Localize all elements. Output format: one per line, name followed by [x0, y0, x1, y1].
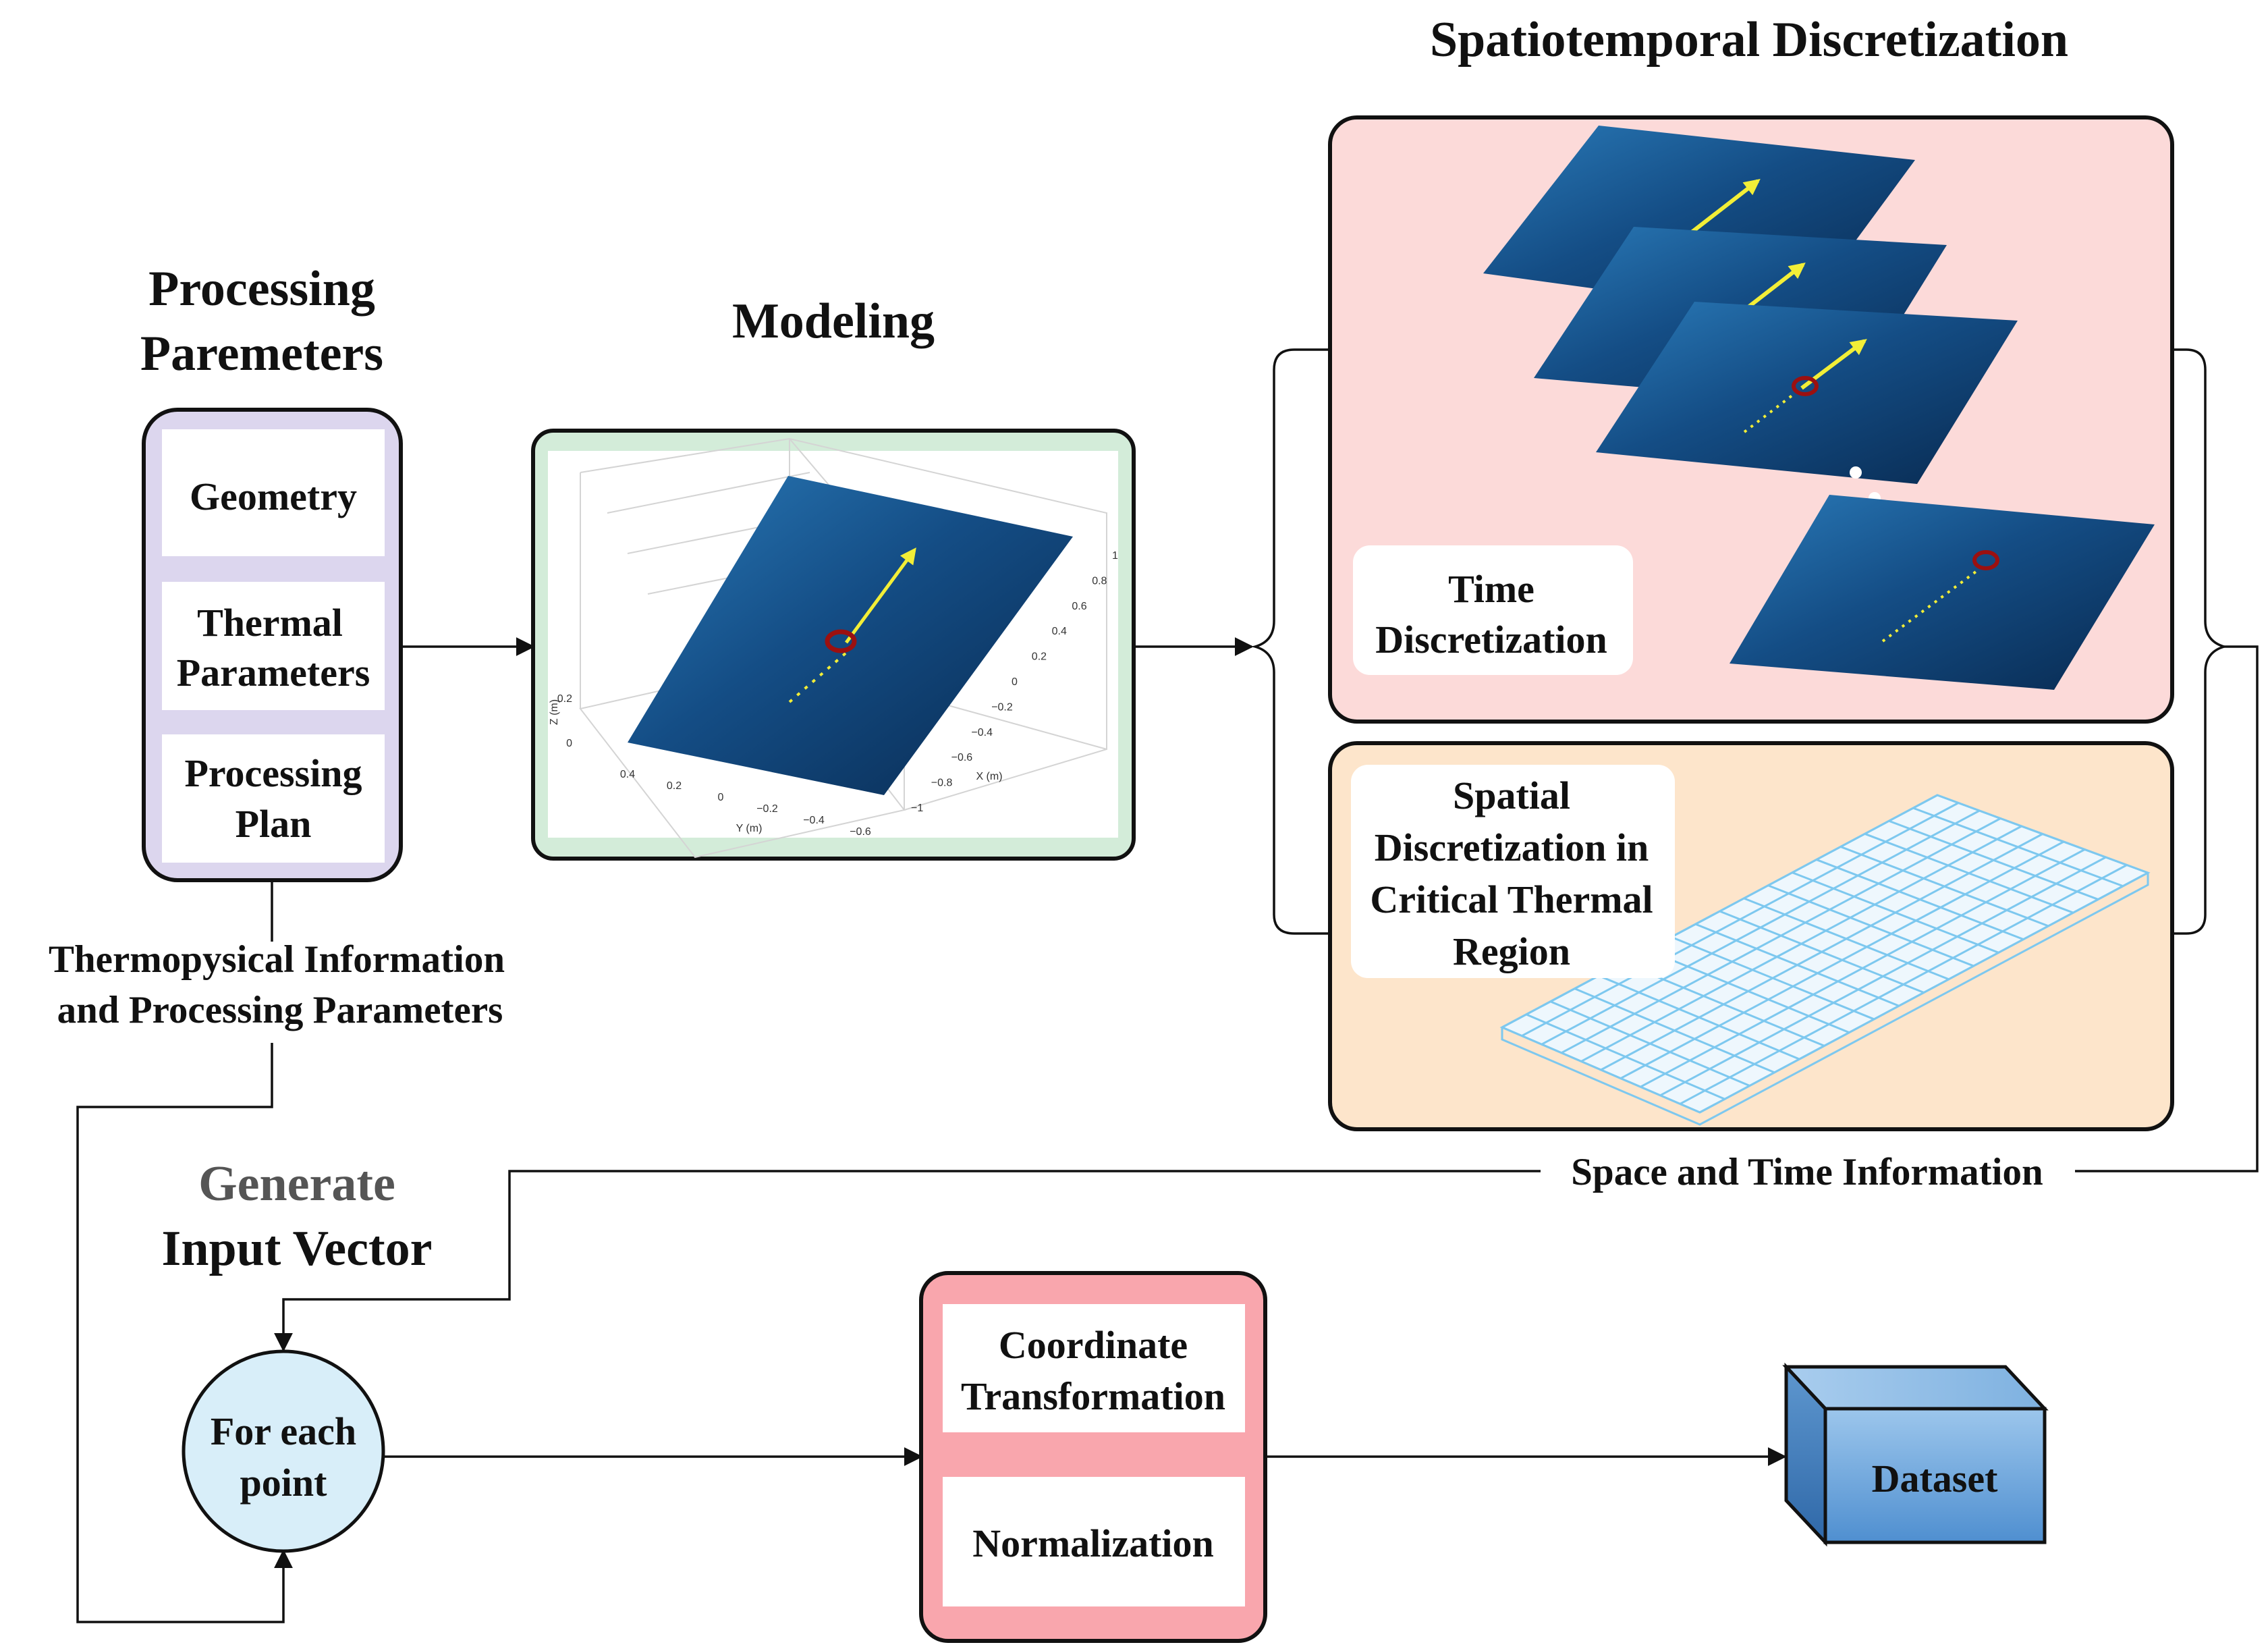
processing-title-line1: Processing: [148, 261, 375, 317]
space-time-info-label: Space and Time Information: [1571, 1151, 2043, 1193]
x-axis-tick-label: −0.2: [991, 701, 1013, 713]
mesh-line: [1620, 840, 2064, 1079]
mesh-line: [1580, 825, 2022, 1062]
right-brace: [2172, 348, 2229, 935]
processing-plan-card: [162, 734, 385, 863]
modeling-laser-arrow: [844, 547, 916, 644]
plan-label-line1: Processing: [184, 751, 362, 795]
mesh-line: [1600, 833, 2043, 1071]
y-axis-tick-label: −0.4: [803, 815, 825, 826]
for-each-point-node: [182, 1349, 385, 1553]
spatial-label-line4: Region: [1453, 929, 1570, 973]
processing-title-line2: Paremeters: [140, 326, 383, 381]
y-axis-tick-label: −0.6: [850, 826, 871, 838]
mesh-line: [1659, 856, 2107, 1097]
transform-section: Coordinate Transformation Normalization: [919, 1271, 1267, 1643]
processing-parameters-section: Processing Paremeters Geometry Thermal P…: [140, 261, 403, 882]
thermo-info-path: [76, 1043, 293, 1623]
x-axis-tick-label: 0.4: [1052, 626, 1067, 637]
x-axis-tick-label: 0.2: [1032, 651, 1047, 663]
x-axis-tick-label: 0: [1012, 676, 1018, 688]
x-axis-ticks: 1 0.8 0.6 0.4 0.2 0 −0.2 −0.4 −0.6 −0.8 −1: [911, 550, 1118, 814]
x-axis-tick-label: −0.8: [931, 778, 953, 789]
modeling-laser-spot: [825, 629, 857, 653]
modeling-scan-path: [788, 647, 853, 703]
y-axis-label: Y (m): [736, 823, 763, 834]
geometry-label: Geometry: [190, 475, 357, 518]
mesh-line: [1501, 794, 1938, 1029]
node-label-line1: For each: [211, 1409, 356, 1453]
space-time-path-right: [2075, 645, 2259, 1172]
z-axis-tick-label: 0.2: [557, 693, 572, 705]
dataset-label: Dataset: [1872, 1457, 1999, 1501]
z-axis-label: Z (m): [549, 699, 560, 725]
y-axis-ticks: 0.4 0.2 0 −0.2 −0.4 −0.6: [620, 769, 871, 838]
spatial-mesh-grid: [1499, 794, 2151, 1126]
x-axis-tick-label: −0.4: [971, 727, 993, 738]
z-axis-tick-label: 0: [566, 738, 572, 749]
node-label-line2: point: [240, 1461, 328, 1505]
space-time-path-left: [274, 1170, 1541, 1352]
mesh-line: [1699, 871, 2149, 1114]
x-axis-label: X (m): [976, 771, 1002, 782]
time-label-line2: Discretization: [1375, 618, 1607, 661]
thermal-label-line1: Thermal: [197, 601, 343, 645]
coord-label-line2: Transformation: [961, 1374, 1225, 1418]
z-axis-ticks: 00.2: [557, 693, 572, 749]
coord-label-line1: Coordinate: [999, 1323, 1188, 1367]
time-label-card: [1353, 545, 1633, 675]
left-brace: [1250, 348, 1330, 935]
spatial-label-line1: Spatial: [1453, 774, 1570, 817]
time-layer-n: [1730, 495, 2155, 690]
normalization-card: [943, 1477, 1245, 1606]
generate-section: Generate Input Vector For each point: [162, 1156, 433, 1553]
thermo-info-line1: Thermopysical Information: [49, 938, 505, 981]
generate-title-line2: Input Vector: [162, 1221, 433, 1276]
y-axis-tick-label: 0: [718, 792, 724, 803]
mesh-thickness-edge: [1501, 873, 2149, 1126]
x-axis-tick-label: −1: [911, 803, 923, 814]
mesh-line: [1541, 809, 1981, 1046]
modeling-section: Modeling Z (m) X (m) Y (m) 00.2 10.80.60…: [531, 294, 1136, 861]
x-axis-tick-label: −0.6: [951, 752, 973, 763]
time-label-line1: Time: [1448, 567, 1534, 611]
plan-label-line2: Plan: [236, 802, 312, 846]
generate-title-line1: Generate: [198, 1156, 395, 1212]
time-layer-3: [1596, 302, 2018, 484]
thermo-info-line2: and Processing Parameters: [57, 989, 503, 1031]
geometry-card: [162, 429, 385, 556]
normalization-label: Normalization: [972, 1521, 1214, 1565]
mesh-line: [1561, 817, 2001, 1054]
modeling-title: Modeling: [732, 294, 935, 349]
y-axis-tick-label: 0.4: [620, 769, 635, 780]
thermal-parameters-card: [162, 582, 385, 710]
thermal-label-line2: Parameters: [177, 651, 370, 695]
spatiotemporal-title: Spatiotemporal Discretization: [1430, 12, 2068, 67]
spatial-label-card: [1351, 765, 1675, 978]
y-axis-tick-label: 0.2: [667, 780, 682, 792]
mesh-line: [1640, 848, 2086, 1088]
mesh-line: [1679, 864, 2128, 1105]
x-axis-tick-label: 1: [1112, 550, 1118, 562]
coordinate-transformation-card: [943, 1304, 1245, 1432]
mesh-line: [1521, 802, 1959, 1037]
x-axis-tick-label: 0.8: [1092, 575, 1107, 587]
y-axis-tick-label: −0.2: [756, 803, 778, 815]
spatial-label-line3: Critical Thermal: [1370, 877, 1653, 921]
x-axis-tick-label: 0.6: [1072, 601, 1086, 612]
dataset-cube: Dataset: [1782, 1362, 2049, 1547]
spatiotemporal-section: Spatiotemporal Discretization: [1250, 12, 2229, 1131]
spatial-label-line2: Discretization in: [1375, 826, 1649, 869]
